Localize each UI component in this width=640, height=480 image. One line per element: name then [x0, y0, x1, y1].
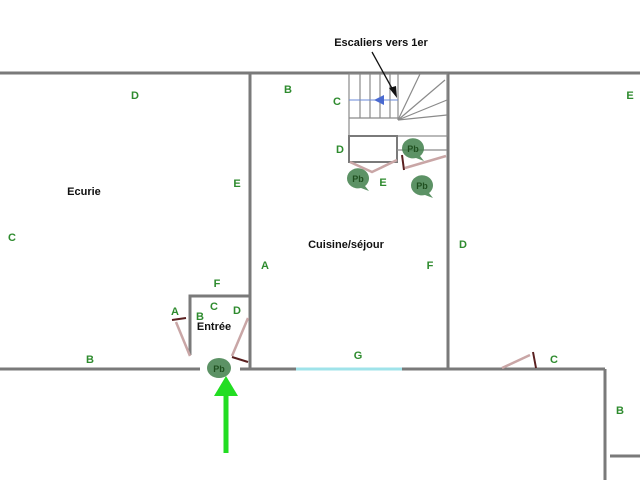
- wall-label: E: [379, 177, 386, 189]
- room-cuisine: Cuisine/séjour: [308, 239, 385, 251]
- svg-text:Pb: Pb: [407, 144, 419, 154]
- svg-text:Pb: Pb: [213, 364, 225, 374]
- wall-label: B: [196, 311, 204, 323]
- annotation-arrow: [371, 51, 395, 93]
- wall-label: B: [616, 405, 624, 417]
- wall-label: C: [333, 96, 341, 108]
- wall-label: C: [210, 301, 218, 313]
- svg-text:Pb: Pb: [416, 181, 428, 191]
- wall-label: B: [86, 354, 94, 366]
- walls: [0, 71, 640, 480]
- wall-label: C: [8, 232, 16, 244]
- wall-labels: D E B C D E E C D A F F A B C D B G C B: [8, 84, 634, 417]
- annotation-arrowhead: [389, 86, 397, 98]
- pb-markers: Pb Pb Pb Pb: [207, 138, 433, 378]
- wall-label: E: [233, 178, 240, 190]
- wall-label: G: [354, 350, 363, 362]
- entry-arrow-icon: [214, 376, 238, 453]
- wall-label: F: [427, 260, 434, 272]
- wall-label: E: [626, 90, 633, 102]
- wall-label: D: [233, 305, 241, 317]
- stairs-annotation: Escaliers vers 1er: [334, 37, 428, 49]
- doors: [171, 154, 537, 370]
- svg-text:Pb: Pb: [352, 174, 364, 184]
- wall-label: C: [550, 354, 558, 366]
- wall-label: B: [284, 84, 292, 96]
- staircase: [348, 73, 448, 163]
- wall-label: D: [336, 144, 344, 156]
- wall-label: D: [131, 90, 139, 102]
- pb-marker[interactable]: Pb: [401, 138, 424, 161]
- wall-label: D: [459, 239, 467, 251]
- wall-label: A: [171, 306, 179, 318]
- wall-label: F: [214, 278, 221, 290]
- pb-marker[interactable]: Pb: [410, 175, 433, 198]
- wall-label: A: [261, 260, 269, 272]
- room-ecurie: Ecurie: [67, 186, 101, 198]
- room-entree: Entrée: [197, 321, 231, 333]
- pb-marker[interactable]: Pb: [207, 358, 231, 378]
- pb-marker[interactable]: Pb: [346, 168, 369, 191]
